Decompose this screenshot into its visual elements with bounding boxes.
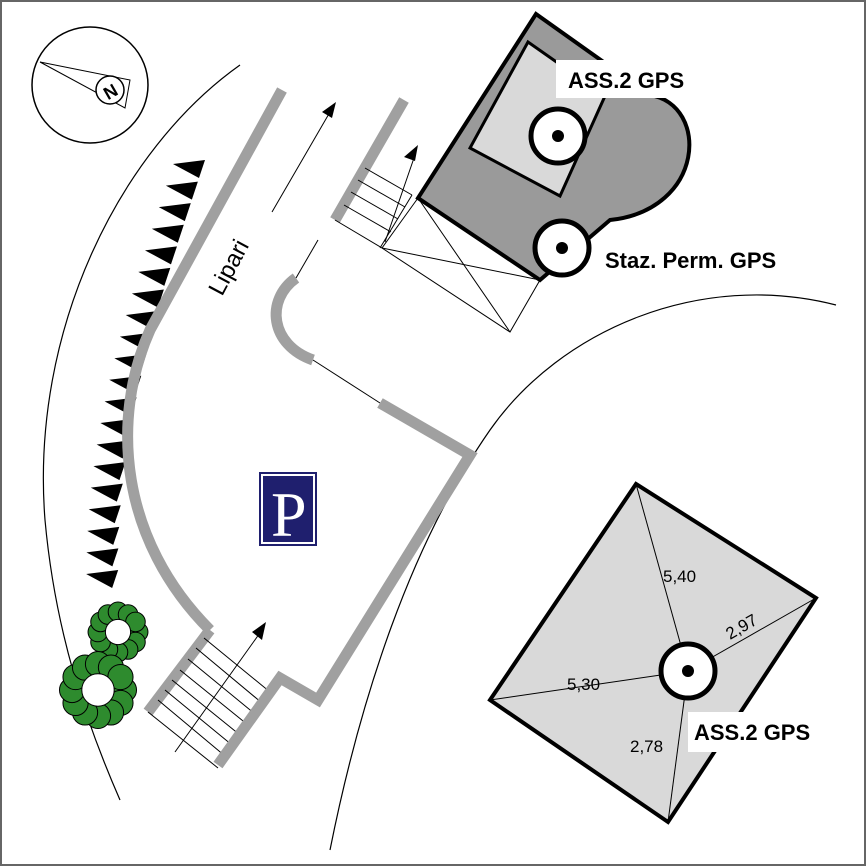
slope-triangle: [144, 246, 177, 265]
parking-sign-icon: P: [259, 472, 317, 550]
small-curved-wall: [270, 273, 316, 366]
parking-wall: [213, 398, 478, 769]
slope-triangle: [138, 267, 171, 286]
gps-marker-permanent-icon: [532, 218, 592, 278]
slope-triangle: [86, 570, 119, 588]
slope-triangle: [96, 440, 129, 459]
label-station-bottom: ASS.2 GPS: [694, 720, 810, 745]
compass-icon: N: [31, 26, 149, 144]
curved-wall: [122, 87, 287, 634]
stairs-upper: [330, 97, 418, 249]
parking-symbol: P: [271, 479, 307, 550]
distance-label-1: 5,40: [663, 567, 696, 586]
slope-triangle: [131, 289, 164, 308]
road-edge-right: [329, 294, 837, 851]
slope-triangle: [90, 483, 123, 502]
slope-triangle: [165, 181, 198, 200]
distance-label-4: 2,78: [630, 737, 663, 756]
tree-icon: [58, 601, 149, 730]
slope-triangle: [173, 160, 205, 178]
stairs-lower: [143, 622, 271, 769]
slope-triangle: [86, 548, 119, 567]
label-station-permanent: Staz. Perm. GPS: [605, 248, 776, 273]
gps-marker-top-icon: [528, 106, 588, 166]
slope-triangle: [151, 224, 184, 243]
distance-label-3: 5,30: [567, 675, 600, 694]
street-arrow: [271, 102, 336, 279]
slope-triangle: [158, 203, 191, 222]
label-station-top: ASS.2 GPS: [568, 68, 684, 93]
slope-triangle: [93, 462, 126, 481]
gps-marker-bottom-icon: [658, 641, 718, 701]
slope-triangle: [88, 505, 121, 524]
lower-building: [487, 481, 819, 825]
slope-triangle: [87, 526, 120, 545]
